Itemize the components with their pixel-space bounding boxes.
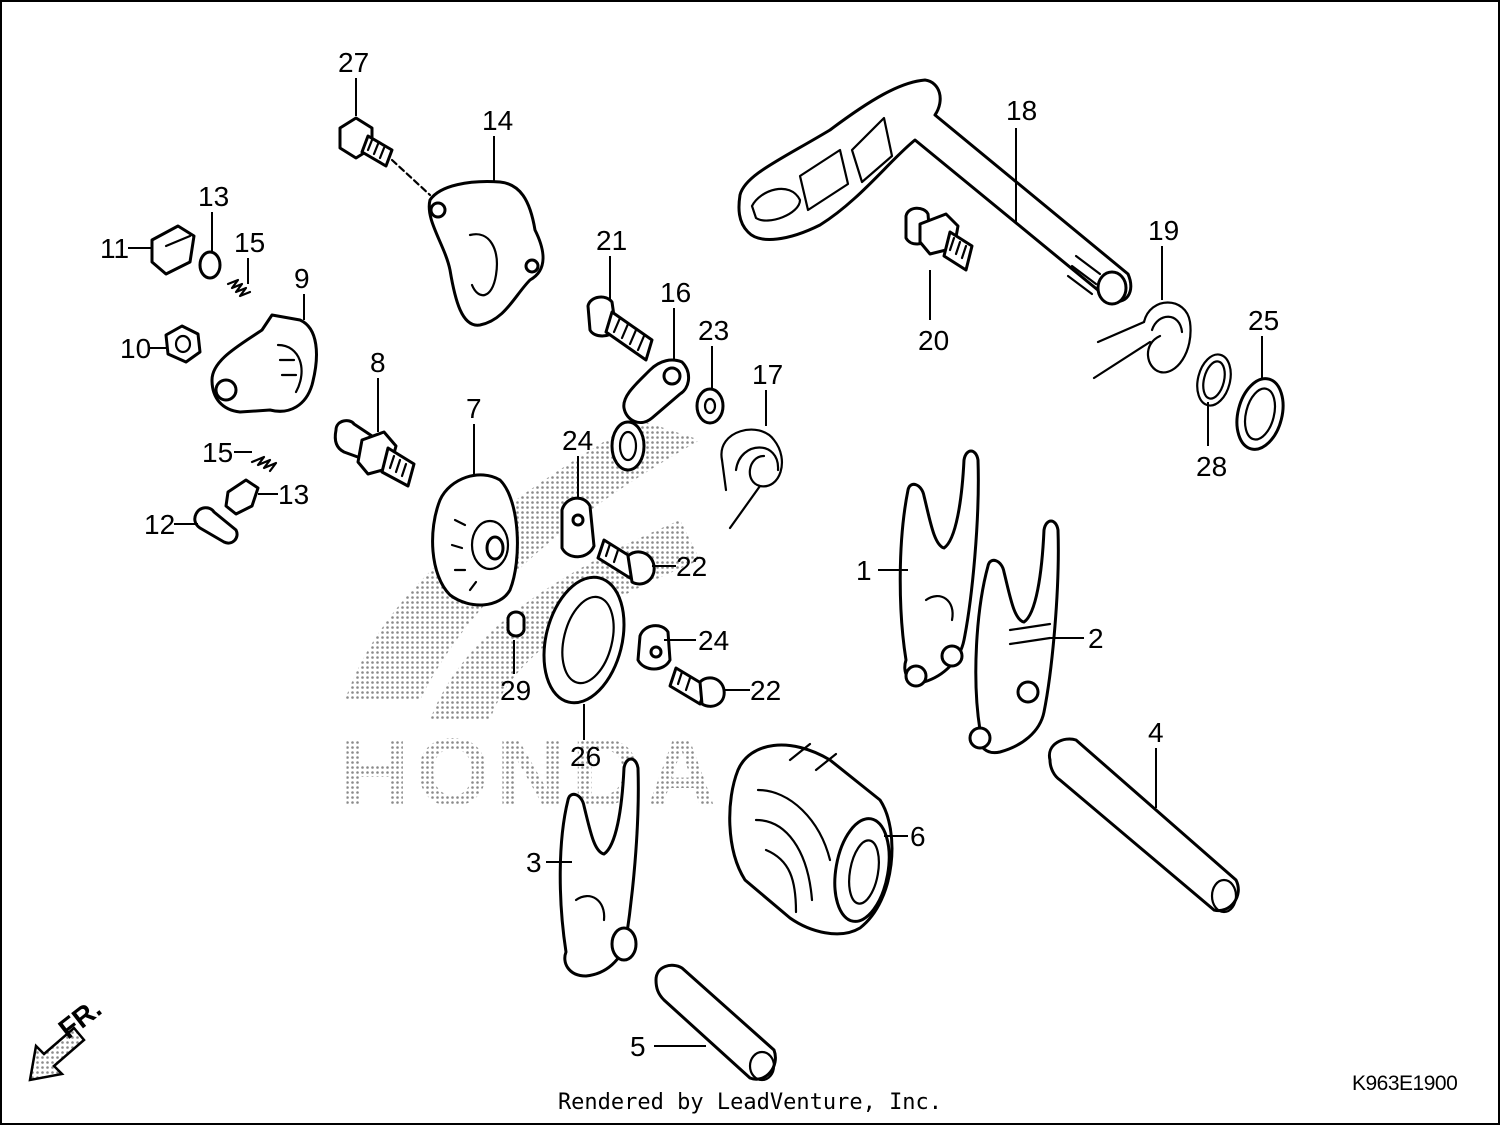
callout-15-lower: 15: [202, 437, 233, 468]
part-25-washer[interactable]: [1230, 374, 1290, 455]
render-credit: Rendered by LeadVenture, Inc.: [557, 1090, 943, 1115]
part-16-stopper-plate[interactable]: [610, 358, 690, 472]
callout-9: 9: [294, 263, 310, 294]
callout-29: 29: [500, 675, 531, 706]
part-15-spring-upper[interactable]: [226, 278, 252, 298]
callout-18: 18: [1006, 95, 1037, 126]
front-direction-arrow: FR.: [28, 993, 108, 1082]
callout-8: 8: [370, 347, 386, 378]
part-29-dowel-pin[interactable]: [506, 610, 526, 638]
callout-2: 2: [1088, 623, 1104, 654]
callout-22-lower: 22: [750, 675, 781, 706]
callout-25: 25: [1248, 305, 1279, 336]
part-19-return-spring[interactable]: [1092, 301, 1192, 380]
part-11-block[interactable]: [150, 224, 196, 276]
callout-12: 12: [144, 509, 175, 540]
part-7-drum-center[interactable]: [431, 473, 519, 607]
part-26-oil-seal[interactable]: [532, 569, 637, 712]
part-21-bolt[interactable]: [586, 295, 654, 362]
callout-20: 20: [918, 325, 949, 356]
callout-27: 27: [338, 47, 369, 78]
part-17-return-spring[interactable]: [720, 428, 784, 530]
part-18-gearshift-spindle[interactable]: [737, 78, 1133, 306]
callout-13-lower: 13: [278, 479, 309, 510]
callout-numbers: 27 14 13 11 15 9 10 15 13 12 8 7 29 21 1…: [100, 47, 1279, 1062]
callout-5: 5: [630, 1031, 646, 1062]
part-28-circlip[interactable]: [1192, 351, 1236, 409]
part-1-shift-fork[interactable]: [898, 449, 980, 688]
callout-21: 21: [596, 225, 627, 256]
callout-26: 26: [570, 741, 601, 772]
part-23-washer[interactable]: [695, 387, 725, 425]
part-24-plate-lower[interactable]: [636, 624, 672, 671]
diagram-code: K963E1900: [1352, 1072, 1458, 1095]
part-12-pin[interactable]: [193, 506, 239, 545]
part-3-shift-fork[interactable]: [558, 757, 640, 978]
part-22-bolt-upper[interactable]: [596, 538, 656, 586]
callout-13-upper: 13: [198, 181, 229, 212]
callout-24-upper: 24: [562, 425, 593, 456]
callout-7: 7: [466, 393, 482, 424]
callout-10: 10: [120, 333, 151, 364]
callout-19: 19: [1148, 215, 1179, 246]
callout-4: 4: [1148, 717, 1164, 748]
callout-23: 23: [698, 315, 729, 346]
part-24-plate-upper[interactable]: [560, 496, 596, 559]
callout-17: 17: [752, 359, 783, 390]
callout-15-upper: 15: [234, 227, 265, 258]
callout-1: 1: [856, 555, 872, 586]
part-14-plate[interactable]: [427, 180, 545, 327]
part-13-roller-upper[interactable]: [198, 250, 222, 280]
part-27-bolt[interactable]: [338, 116, 432, 197]
callout-24-lower: 24: [698, 625, 729, 656]
part-10-nut[interactable]: [164, 324, 202, 364]
callout-16: 16: [660, 277, 691, 308]
part-13-roller-lower[interactable]: [224, 478, 260, 516]
part-22-bolt-lower[interactable]: [668, 666, 726, 708]
part-4-fork-shaft[interactable]: [1047, 737, 1240, 914]
part-6-shift-drum[interactable]: [728, 742, 897, 936]
callout-14: 14: [482, 105, 513, 136]
callout-28: 28: [1196, 451, 1227, 482]
part-5-fork-shaft[interactable]: [654, 963, 777, 1082]
front-direction-label: FR.: [53, 993, 108, 1045]
leader-lines: [128, 78, 1263, 1047]
part-15-spring-lower[interactable]: [250, 455, 278, 473]
part-20-pin-bolt[interactable]: [904, 206, 974, 272]
callout-11: 11: [100, 233, 129, 264]
callout-22-upper: 22: [676, 551, 707, 582]
honda-watermark-text: HONDA: [340, 719, 722, 826]
part-2-shift-fork[interactable]: [968, 519, 1060, 755]
part-8-pin-bolt[interactable]: [333, 419, 416, 488]
callout-6: 6: [910, 821, 926, 852]
callout-3: 3: [526, 847, 542, 878]
part-9-stopper-arm[interactable]: [210, 313, 318, 414]
